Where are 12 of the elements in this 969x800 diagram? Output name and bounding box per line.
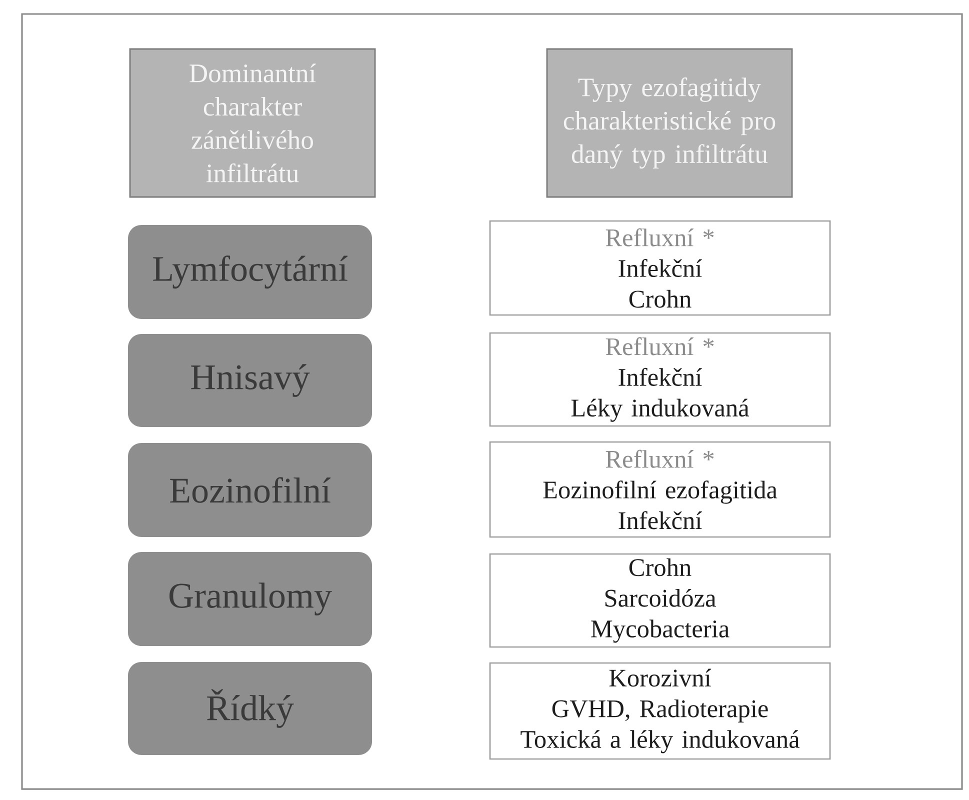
type-list-box: Refluxní * Eozinofilní ezofagitida Infekční	[489, 441, 831, 538]
category-box: Lymfocytární	[128, 225, 372, 319]
category-box: Řídký	[128, 662, 372, 755]
type-list-box: Refluxní * Infekční Crohn	[489, 220, 831, 316]
category-box: Granulomy	[128, 552, 372, 646]
category-box: Eozinofilní	[128, 443, 372, 537]
header-box: Typy ezofagitidy charakteristické pro daný typ infiltrátu	[546, 48, 793, 198]
category-box: Hnisavý	[128, 334, 372, 427]
header-box: Dominantní charakter zánětlivého infiltrátu	[129, 48, 376, 198]
type-list-box: Crohn Sarcoidóza Mycobacteria	[489, 553, 831, 648]
type-list-box: Refluxní * Infekční Léky indukovaná	[489, 332, 831, 427]
type-list-box: Korozivní GVHD, Radioterapie Toxická a léky indukovaná	[489, 662, 831, 760]
